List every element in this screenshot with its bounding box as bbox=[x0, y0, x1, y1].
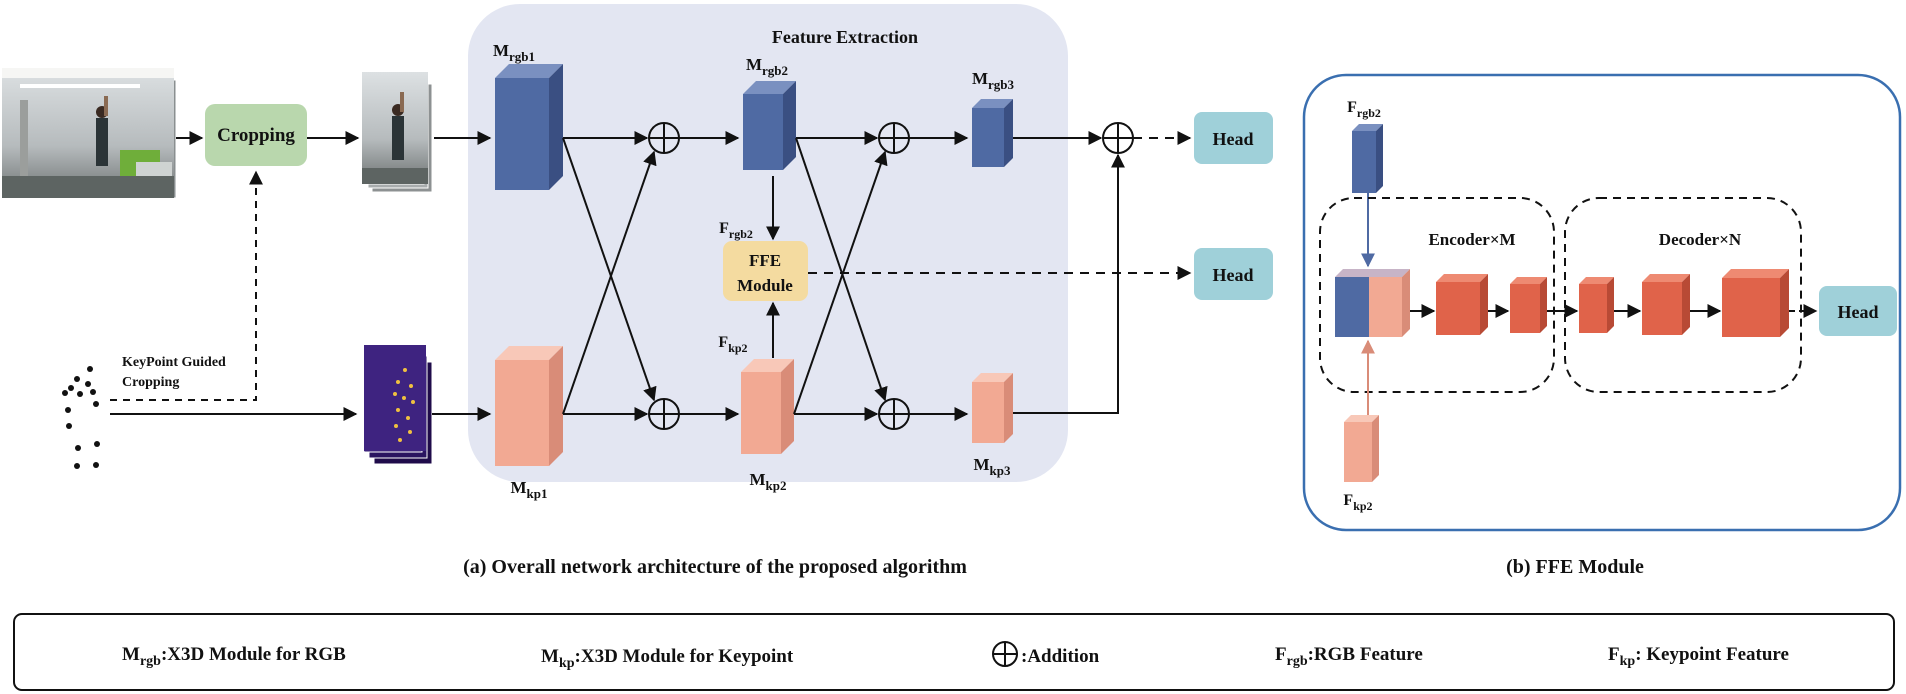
m-rgb3-block bbox=[972, 99, 1013, 167]
ffe-label-1: FFE bbox=[749, 251, 781, 270]
m-kp2-block bbox=[741, 359, 794, 454]
ffe-label-2: Module bbox=[737, 276, 793, 295]
panel-b-frgb2-label: Frgb2 bbox=[1347, 99, 1381, 120]
keypoint-guided-label-2: Cropping bbox=[122, 375, 179, 390]
m-kp3-label: Mkp3 bbox=[973, 455, 1011, 478]
m-rgb1-label: Mrgb1 bbox=[493, 41, 535, 64]
decoder-block-2 bbox=[1642, 274, 1690, 335]
head-box-top bbox=[1194, 112, 1273, 164]
cropping-label: Cropping bbox=[217, 125, 295, 146]
panel-b-fkp2-block bbox=[1344, 415, 1379, 482]
panel-a-caption: (a) Overall network architecture of the … bbox=[463, 556, 967, 578]
feature-extraction-label: Feature Extraction bbox=[772, 27, 918, 47]
decoder-block-1 bbox=[1579, 277, 1614, 333]
m-kp3-block bbox=[972, 373, 1013, 443]
m-kp2-label: Mkp2 bbox=[749, 470, 786, 493]
keypoint-guided-label-1: KeyPoint Guided bbox=[122, 355, 226, 370]
cropped-frames bbox=[362, 72, 433, 193]
legend-addition-icon bbox=[992, 641, 1018, 667]
f-rgb2-label: Frgb2 bbox=[719, 220, 753, 241]
head-box-mid bbox=[1194, 248, 1273, 300]
panel-b-head-label: Head bbox=[1837, 302, 1878, 322]
cropping-box bbox=[205, 104, 307, 166]
panel-b-caption: (b) FFE Module bbox=[1506, 556, 1644, 578]
legend-addition: :Addition bbox=[1021, 646, 1100, 667]
addition-node-final bbox=[1102, 122, 1134, 154]
encoder-block-2 bbox=[1510, 277, 1547, 333]
legend-m-kp: Mkp:X3D Module for Keypoint bbox=[541, 646, 794, 671]
arrow-mkp3-to-add bbox=[1013, 153, 1125, 414]
legend-m-rgb: Mrgb:X3D Module for RGB bbox=[122, 644, 346, 669]
decoder-group bbox=[1564, 197, 1802, 393]
m-rgb1-block bbox=[495, 64, 563, 190]
addition-node-kp-1 bbox=[648, 398, 680, 430]
head-mid-label: Head bbox=[1212, 265, 1253, 285]
legend-f-rgb: Frgb:RGB Feature bbox=[1275, 644, 1423, 669]
f-kp2-label: Fkp2 bbox=[718, 334, 747, 355]
encoder-label: Encoder×M bbox=[1428, 230, 1515, 249]
ffe-module-box bbox=[723, 241, 808, 301]
encoder-block-1 bbox=[1436, 274, 1488, 335]
decoder-label: Decoder×N bbox=[1659, 230, 1742, 249]
panel-b-fkp2-label: Fkp2 bbox=[1343, 492, 1372, 513]
m-rgb2-label: Mrgb2 bbox=[746, 55, 788, 78]
keypoint-heatmaps bbox=[363, 345, 433, 465]
panel-b-head-box bbox=[1819, 286, 1897, 336]
addition-node-rgb-2 bbox=[878, 122, 910, 154]
legend-box bbox=[13, 613, 1895, 691]
addition-node-rgb-1 bbox=[648, 122, 680, 154]
addition-node-kp-2 bbox=[878, 398, 910, 430]
m-rgb2-block bbox=[743, 81, 796, 170]
ffe-module-panel bbox=[1302, 73, 1902, 532]
keypoint-dots bbox=[62, 366, 100, 469]
m-kp1-block bbox=[495, 346, 563, 466]
cross-connections-2 bbox=[793, 131, 969, 421]
encoder-group bbox=[1319, 197, 1555, 393]
cross-connections-1 bbox=[562, 131, 740, 421]
head-top-label: Head bbox=[1212, 129, 1253, 149]
fused-feature-block bbox=[1335, 269, 1410, 337]
m-kp1-label: Mkp1 bbox=[510, 478, 547, 501]
decoder-block-3 bbox=[1722, 269, 1789, 337]
keypoint-guided-dashed-arrow bbox=[110, 170, 263, 401]
m-rgb3-label: Mrgb3 bbox=[972, 69, 1015, 92]
rgb-frames-input bbox=[2, 68, 177, 199]
panel-b-frgb2-block bbox=[1352, 124, 1383, 193]
legend-f-kp: Fkp: Keypoint Feature bbox=[1608, 644, 1789, 669]
